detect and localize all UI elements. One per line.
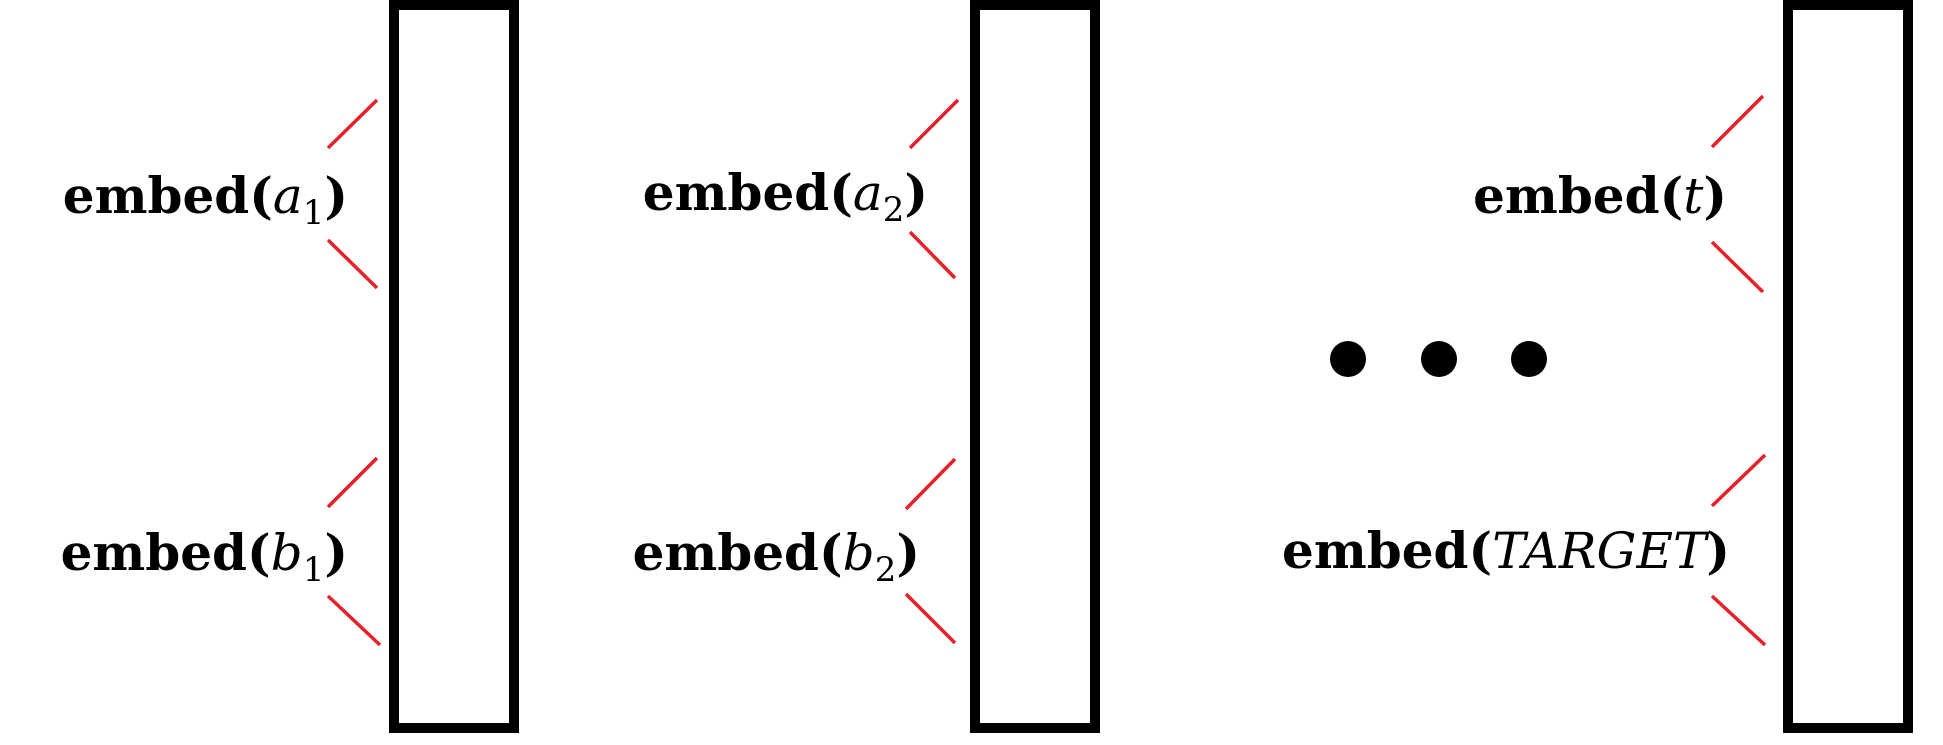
tick-top-lower-2	[908, 230, 957, 280]
column-1: embed(a1) embed(b1)	[61, 0, 519, 733]
label-top-3: embed(t)	[1473, 166, 1727, 225]
ellipsis-dot-1	[1330, 341, 1366, 377]
label-bottom-3: embed(TARGET)	[1282, 521, 1730, 580]
tick-top-upper-1	[326, 98, 379, 150]
tick-bottom-upper-1	[326, 456, 379, 509]
tick-bottom-lower-1	[326, 594, 382, 647]
label-top-1: embed(a1)	[63, 166, 348, 233]
tick-bottom-upper-3	[1710, 453, 1767, 508]
tick-top-lower-1	[326, 238, 379, 290]
column-3: embed(t) embed(TARGET)	[1282, 0, 1913, 733]
block-2	[970, 0, 1100, 733]
label-bottom-2: embed(b2)	[633, 523, 920, 590]
tick-top-upper-2	[908, 98, 960, 150]
ellipsis	[1330, 341, 1547, 377]
tick-top-upper-3	[1710, 94, 1765, 149]
label-top-2: embed(a2)	[643, 163, 928, 230]
ellipsis-dot-2	[1421, 341, 1457, 377]
tick-bottom-upper-2	[904, 457, 957, 511]
label-bottom-1: embed(b1)	[61, 523, 348, 590]
tick-bottom-lower-3	[1710, 594, 1767, 647]
column-2: embed(a2) embed(b2)	[633, 0, 1100, 733]
tick-bottom-lower-2	[904, 592, 957, 645]
block-1	[389, 0, 519, 733]
block-3	[1783, 0, 1913, 733]
tick-top-lower-3	[1710, 240, 1765, 294]
ellipsis-dot-3	[1511, 341, 1547, 377]
